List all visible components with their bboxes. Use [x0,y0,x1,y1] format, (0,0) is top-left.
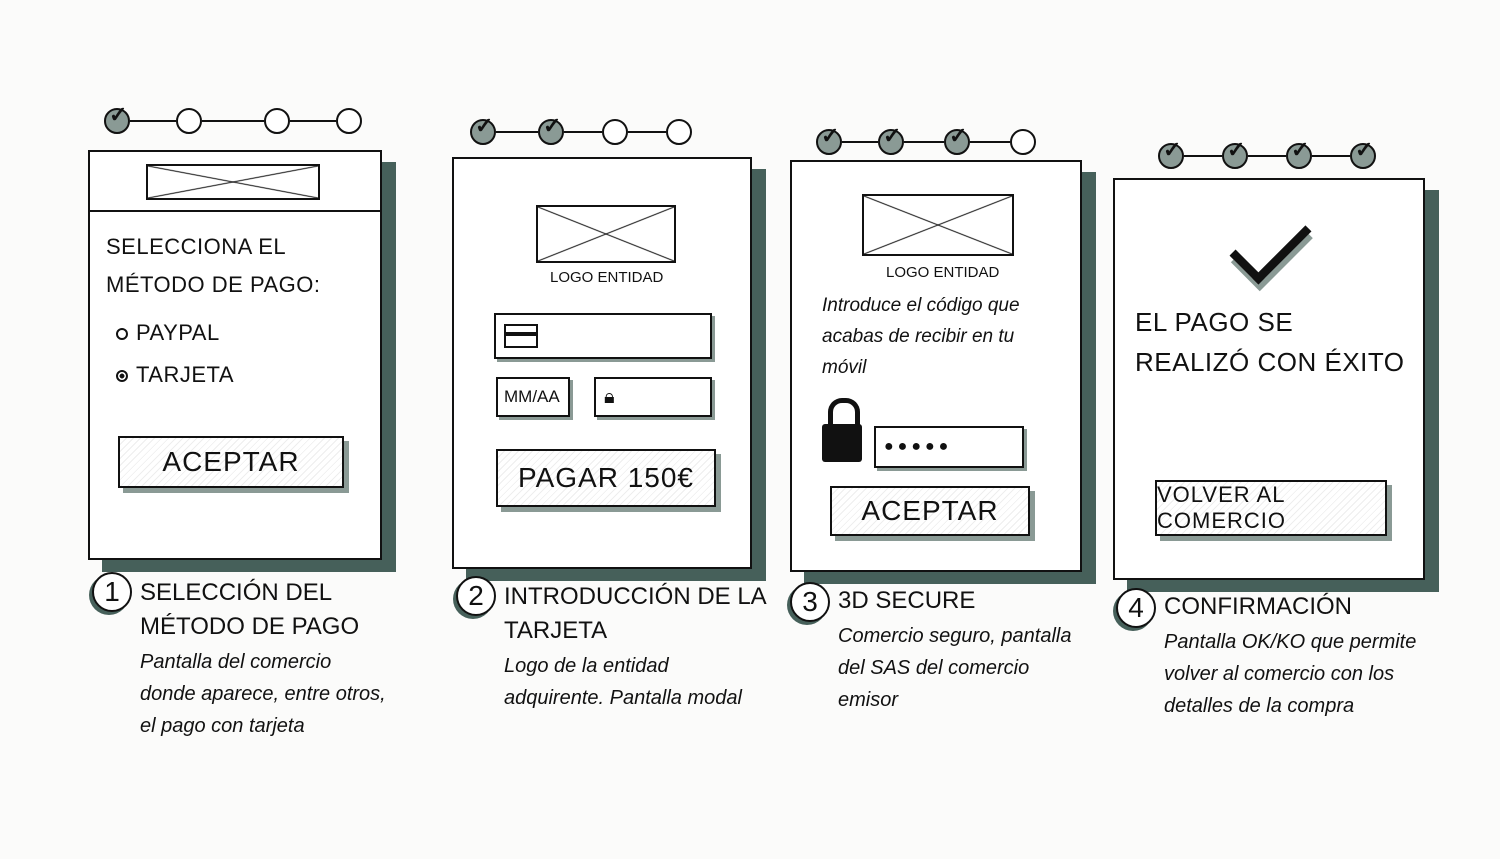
accept-button[interactable]: Aceptar [830,486,1030,536]
verification-code-input[interactable]: ●●●●● [874,426,1024,468]
screen-3d-secure: Logo entidad Introduce el código que aca… [790,160,1082,572]
bank-logo-label: Logo entidad [550,269,664,286]
radio-label: Tarjeta [136,362,235,387]
step-dot [1010,129,1036,155]
return-to-merchant-button[interactable]: Volver al comercio [1155,480,1387,536]
progress-steps-1 [104,102,362,134]
radio-button-selected[interactable] [116,370,128,383]
lock-icon [822,398,862,464]
step-dot [666,119,692,145]
credit-card-icon [504,324,538,348]
bank-logo-label: Logo entidad [886,264,1000,281]
header-divider [90,210,380,212]
step-dot-done [470,113,496,145]
step-caption-4: 4 Confirmación Pantalla OK/KO que permit… [1116,588,1456,722]
radio-button[interactable] [116,328,128,341]
step-dot-done [1350,137,1376,169]
logo-placeholder [146,164,320,200]
step-number-badge: 2 [456,576,496,616]
step-description: Pantalla OK/KO que permite volver al com… [1164,631,1417,717]
bank-logo-placeholder [862,194,1014,256]
step-description: Logo de la entidad adquirente. Pantalla … [504,655,742,709]
step-dot-done [1222,137,1248,169]
checkmark-icon [1219,202,1312,285]
payment-method-heading: Selecciona el método de pago: [106,234,321,297]
screen-card-entry: Logo entidad MM/AA 🔒︎ Pagar 150€ [452,157,752,569]
step-dot-done [816,123,842,155]
step-dot [264,108,290,134]
step-description: Pantalla del comercio donde aparece, ent… [140,651,386,737]
radio-tarjeta[interactable]: Tarjeta [116,362,234,388]
screen-confirmation: El pago se realizó con éxito Volver al c… [1113,178,1425,580]
step-number-badge: 3 [790,582,830,622]
screen-payment-method: Selecciona el método de pago: PayPal Tar… [88,150,382,560]
step-caption-3: 3 3D Secure Comercio seguro, pantalla de… [790,582,1090,716]
step-caption-1: 1 Selección del método de pago Pantalla … [92,572,392,742]
radio-paypal[interactable]: PayPal [116,320,220,346]
step-title: Introducción de la tarjeta [504,583,766,644]
expiry-input[interactable]: MM/AA [496,377,570,417]
step-title: Confirmación [1164,593,1352,620]
radio-label: PayPal [136,320,220,345]
lock-icon: 🔒︎ [604,385,615,408]
step-title: 3D Secure [838,587,976,614]
step-description: Comercio seguro, pantalla del SAS del co… [838,625,1072,711]
progress-steps-2 [470,113,692,145]
step-dot-done [944,123,970,155]
card-number-input[interactable] [494,313,712,359]
bank-logo-placeholder [536,205,676,263]
step-dot [336,108,362,134]
step-title: Selección del método de pago [140,579,360,640]
step-dot-done [538,113,564,145]
step-dot-done [1286,137,1312,169]
step-caption-2: 2 Introducción de la tarjeta Logo de la … [456,576,766,714]
accept-button[interactable]: Aceptar [118,436,344,488]
step-dot-done [104,102,130,134]
step-dot-done [878,123,904,155]
step-number-badge: 4 [1116,588,1156,628]
pay-button[interactable]: Pagar 150€ [496,449,716,507]
step-dot [602,119,628,145]
progress-steps-3 [816,123,1036,155]
cvv-input[interactable]: 🔒︎ [594,377,712,417]
sms-code-instruction: Introduce el código que acabas de recibi… [822,295,1020,378]
step-dot-done [1158,137,1184,169]
step-dot [176,108,202,134]
step-number-badge: 1 [92,572,132,612]
success-message: El pago se realizó con éxito [1135,307,1405,377]
progress-steps-4 [1158,137,1376,169]
